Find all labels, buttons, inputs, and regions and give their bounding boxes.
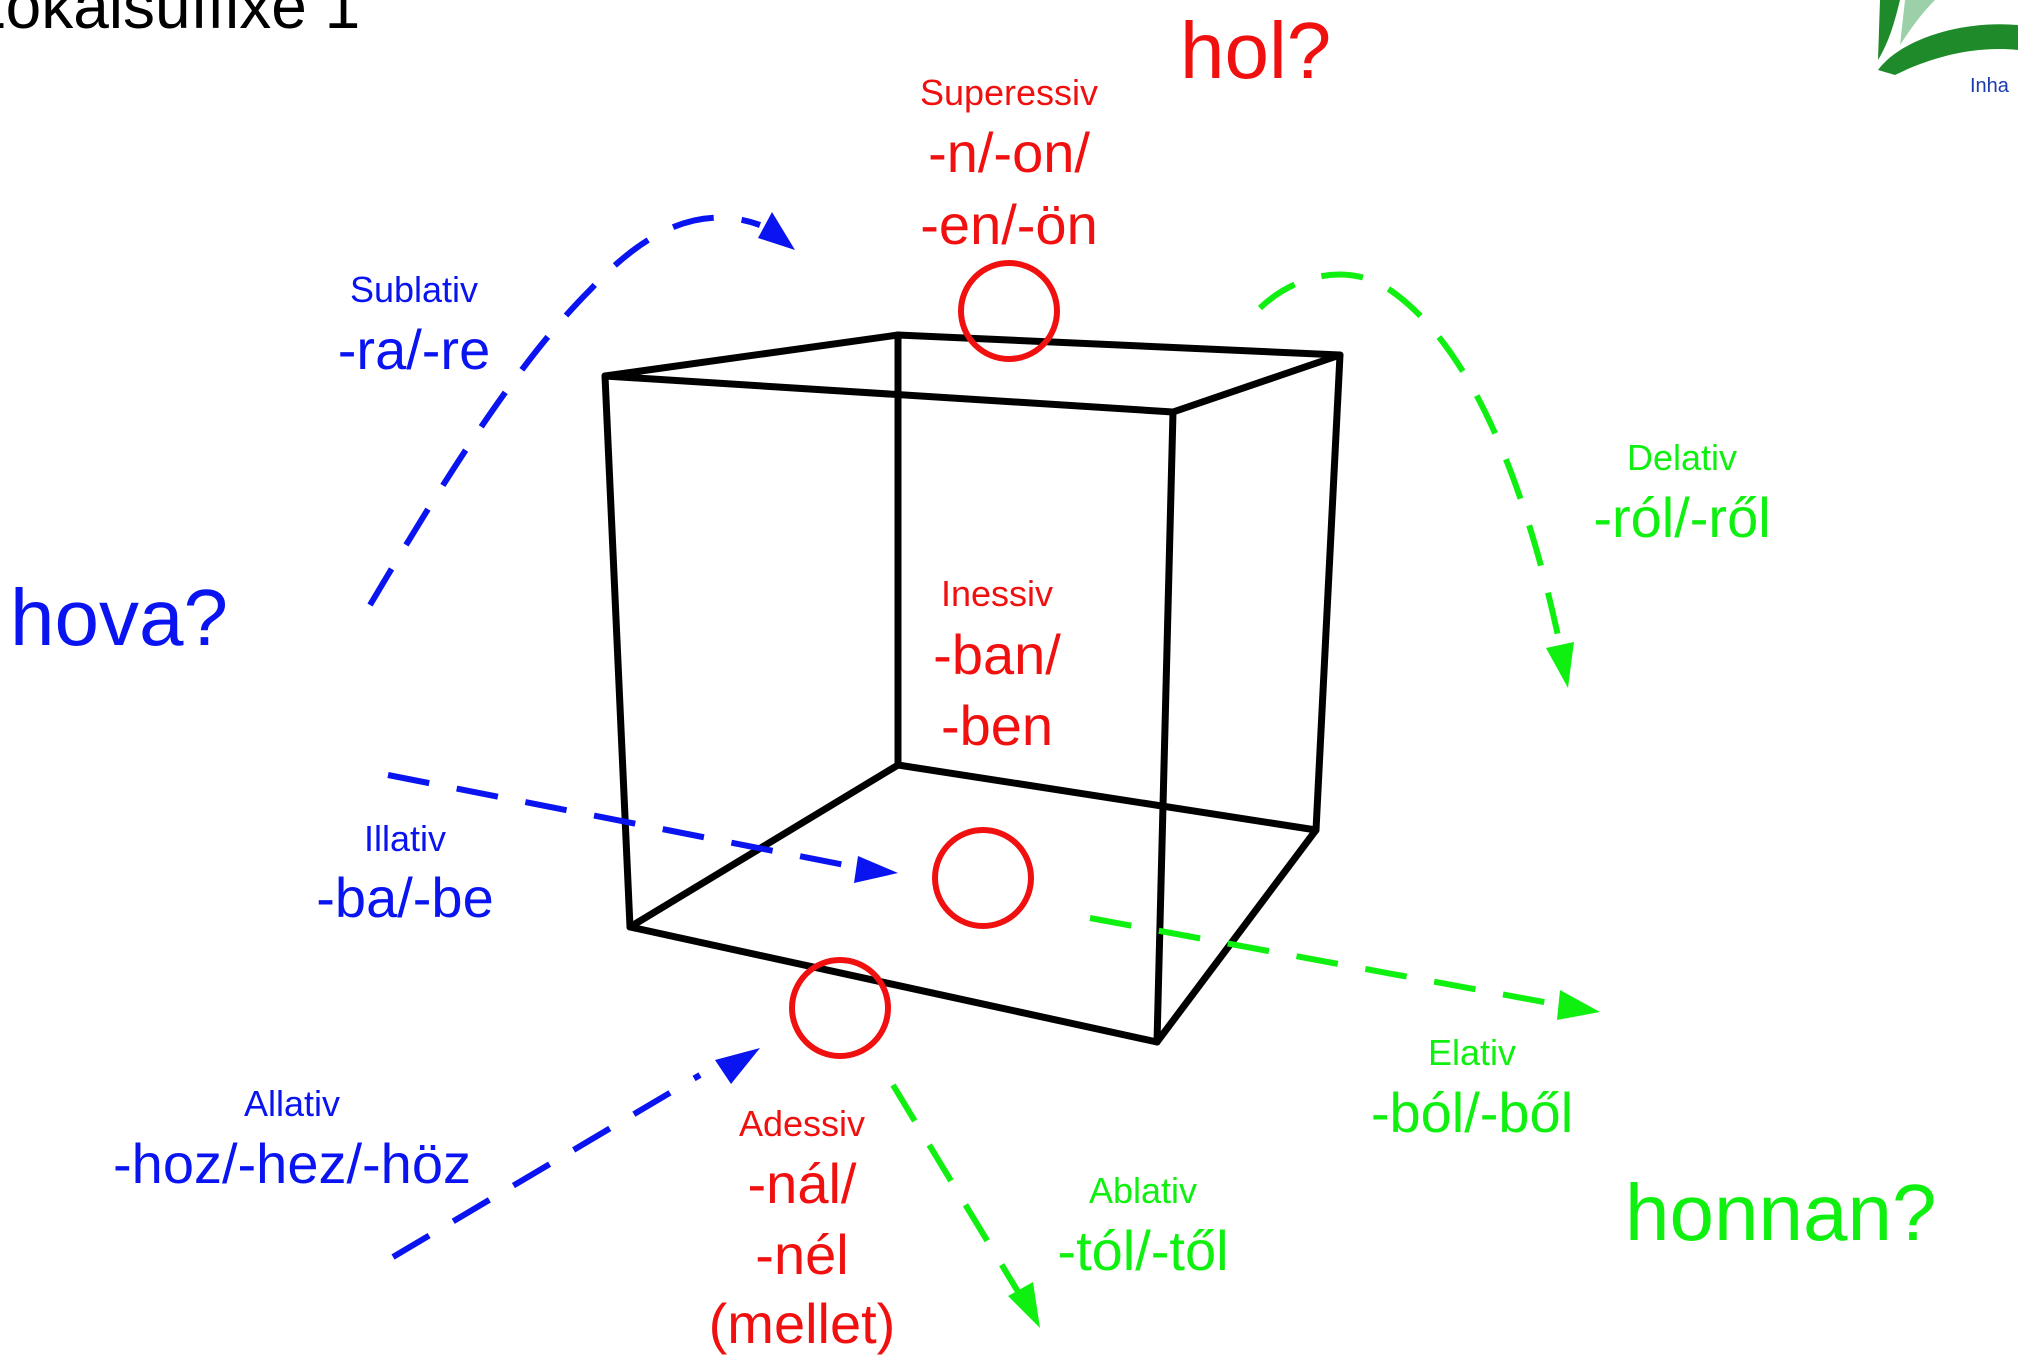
logo-caption: Inha <box>1970 75 2010 97</box>
question-honnan: honnan? <box>1625 1168 1936 1257</box>
ablativ-name: Ablativ <box>1089 1170 1197 1211</box>
adessiv-suffix-2: -nél <box>755 1223 848 1286</box>
cube-front-right-edge <box>1153 408 1177 1046</box>
superessiv-circle <box>958 260 1060 362</box>
ablativ-suffix: -tól/-től <box>1057 1219 1228 1282</box>
sublativ-arrowhead <box>758 212 795 250</box>
adessiv-circle <box>789 957 891 1059</box>
adessiv-name: Adessiv <box>739 1103 865 1144</box>
cube <box>601 331 1344 1046</box>
allativ-arrow <box>391 1072 702 1260</box>
allativ-suffix: -hoz/-hez/-höz <box>113 1132 471 1195</box>
inessiv-suffix-1: -ban/ <box>933 623 1061 686</box>
elativ-arrow <box>1089 915 1561 1008</box>
elativ-name: Elativ <box>1428 1032 1516 1073</box>
cube-front-bottom-edge <box>626 923 1161 1046</box>
superessiv-name: Superessiv <box>920 72 1098 113</box>
honnan-arrows <box>890 271 1563 1297</box>
question-hol: hol? <box>1180 6 1331 95</box>
ablativ-arrow <box>890 1083 1023 1297</box>
illativ-suffix: -ba/-be <box>316 866 493 929</box>
superessiv-suffix-2: -en/-ön <box>920 193 1097 256</box>
logo: Inha <box>1878 0 2018 97</box>
delativ-arrowhead <box>1546 642 1574 688</box>
adessiv-suffix-1: -nál/ <box>748 1152 857 1215</box>
illativ-name: Illativ <box>364 818 446 859</box>
elativ-suffix: -ból/-ből <box>1371 1081 1573 1144</box>
ablativ-arrowhead <box>1008 1282 1040 1328</box>
sublativ-name: Sublativ <box>350 269 478 310</box>
inessiv-circle <box>932 827 1034 929</box>
superessiv-suffix-1: -n/-on/ <box>928 121 1090 184</box>
inessiv-suffix-2: -ben <box>941 694 1053 757</box>
elativ-arrowhead <box>1557 990 1600 1020</box>
sublativ-arrow <box>367 214 762 607</box>
cube-back-bottom-left-edge <box>626 761 902 931</box>
delativ-arrow <box>1257 271 1563 646</box>
cube-right-bottom-edge <box>1153 826 1320 1046</box>
illativ-arrowhead <box>854 856 898 883</box>
inessiv-name: Inessiv <box>941 573 1053 614</box>
allativ-arrowhead <box>715 1048 760 1084</box>
cube-right-back-edge <box>1312 351 1344 834</box>
delativ-name: Delativ <box>1627 437 1737 478</box>
slide-title: Lokalsuffixe 1 <box>0 0 360 42</box>
delativ-suffix: -ról/-ről <box>1593 486 1770 549</box>
question-hova: hova? <box>10 573 228 662</box>
sublativ-suffix: -ra/-re <box>338 318 490 381</box>
hova-arrows <box>367 214 861 1260</box>
adessiv-note: (mellet) <box>709 1292 896 1355</box>
allativ-name: Allativ <box>244 1083 340 1124</box>
cube-front-left-edge <box>601 372 634 931</box>
illativ-arrow <box>387 772 861 871</box>
